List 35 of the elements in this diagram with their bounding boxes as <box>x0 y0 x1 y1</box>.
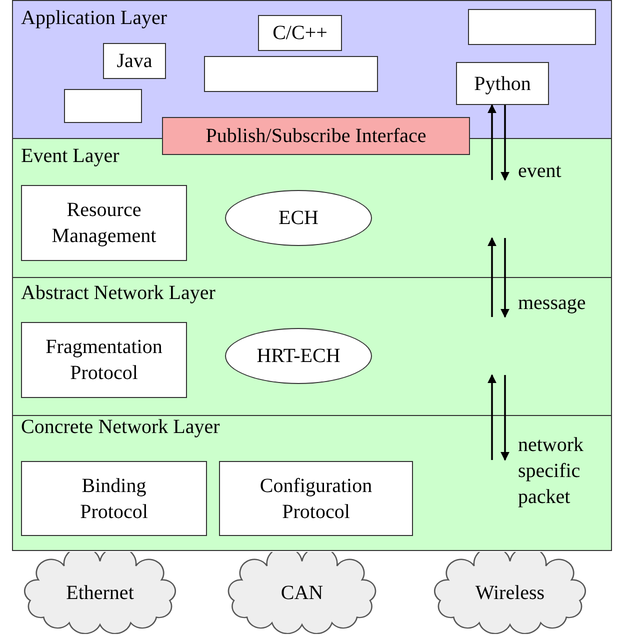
component-label: Java <box>116 49 152 74</box>
component-label: C/C++ <box>272 21 328 46</box>
network-label: Wireless <box>475 581 545 606</box>
layer-panel <box>12 277 612 416</box>
component-label: Fragmentation Protocol <box>44 335 164 386</box>
layer-title: Event Layer <box>21 145 120 168</box>
component-label: Resource Management <box>50 198 158 249</box>
component-box <box>21 185 187 261</box>
component-label: HRT-ECH <box>256 344 340 369</box>
component-box <box>21 322 187 398</box>
component-box <box>219 461 413 536</box>
component-label: Binding Protocol <box>79 474 149 524</box>
component-box <box>468 9 596 45</box>
flow-caption: network specific packet <box>518 433 585 510</box>
layer-title: Abstract Network Layer <box>21 282 216 305</box>
component-box <box>456 62 549 105</box>
arrow <box>500 105 510 181</box>
component-label: Configuration Protocol <box>258 474 374 524</box>
arrow <box>488 104 496 180</box>
flow-caption: message <box>518 291 587 316</box>
component-box <box>258 15 342 51</box>
edge-label: event <box>518 159 562 184</box>
layer-title: Concrete Network Layer <box>21 416 220 439</box>
layer-panel <box>12 415 612 551</box>
network-label: CAN <box>280 581 324 606</box>
component-label: Publish/Subscribe Interface <box>206 124 426 149</box>
layer-title: Application Layer <box>21 7 168 30</box>
network-label: Ethernet <box>66 581 134 606</box>
component-box <box>21 461 207 536</box>
component-label: ECH <box>278 206 318 231</box>
component-label: Python <box>474 72 531 96</box>
component-box <box>103 43 166 79</box>
component-box <box>204 56 378 92</box>
interface-bar <box>162 117 470 155</box>
component-box <box>64 89 142 123</box>
